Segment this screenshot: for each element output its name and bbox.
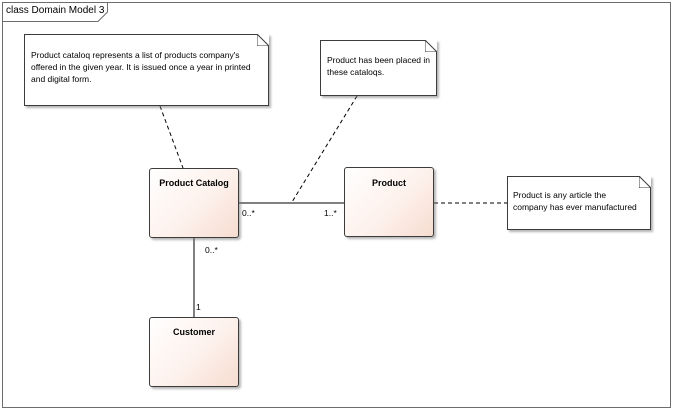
note-placed-in-catalogs[interactable]: Product has been placed in these cataloq… — [320, 40, 437, 96]
note-product-catalog-description[interactable]: Product cataloq represents a list of pro… — [24, 34, 269, 106]
note-fold-icon — [425, 40, 437, 52]
class-product[interactable]: Product — [344, 167, 434, 237]
class-name: Customer — [172, 327, 215, 337]
diagram-frame — [2, 2, 671, 408]
multiplicity-product-end: 1..* — [324, 208, 337, 218]
frame-title: class Domain Model 3 — [6, 5, 105, 16]
class-product-catalog[interactable]: Product Catalog — [149, 168, 239, 238]
note-product-description[interactable]: Product is any article the company has e… — [507, 176, 651, 230]
class-name: Product Catalog — [159, 178, 229, 188]
multiplicity-customer-end: 1 — [196, 302, 201, 312]
note-text: Product cataloq represents a list of pro… — [31, 50, 251, 84]
note-fold-icon — [257, 34, 269, 46]
note-link-catalog[interactable] — [159, 105, 184, 169]
multiplicity-catalog-to-customer: 0..* — [205, 245, 218, 255]
multiplicity-catalog-to-product: 0..* — [242, 208, 255, 218]
note-text: Product has been placed in these cataloq… — [327, 55, 431, 77]
frame-label-tab — [2, 2, 108, 22]
class-name: Product — [371, 178, 406, 188]
class-customer[interactable]: Customer — [149, 317, 239, 387]
note-text: Product is any article the company has e… — [513, 190, 637, 212]
note-fold-icon — [639, 176, 651, 188]
